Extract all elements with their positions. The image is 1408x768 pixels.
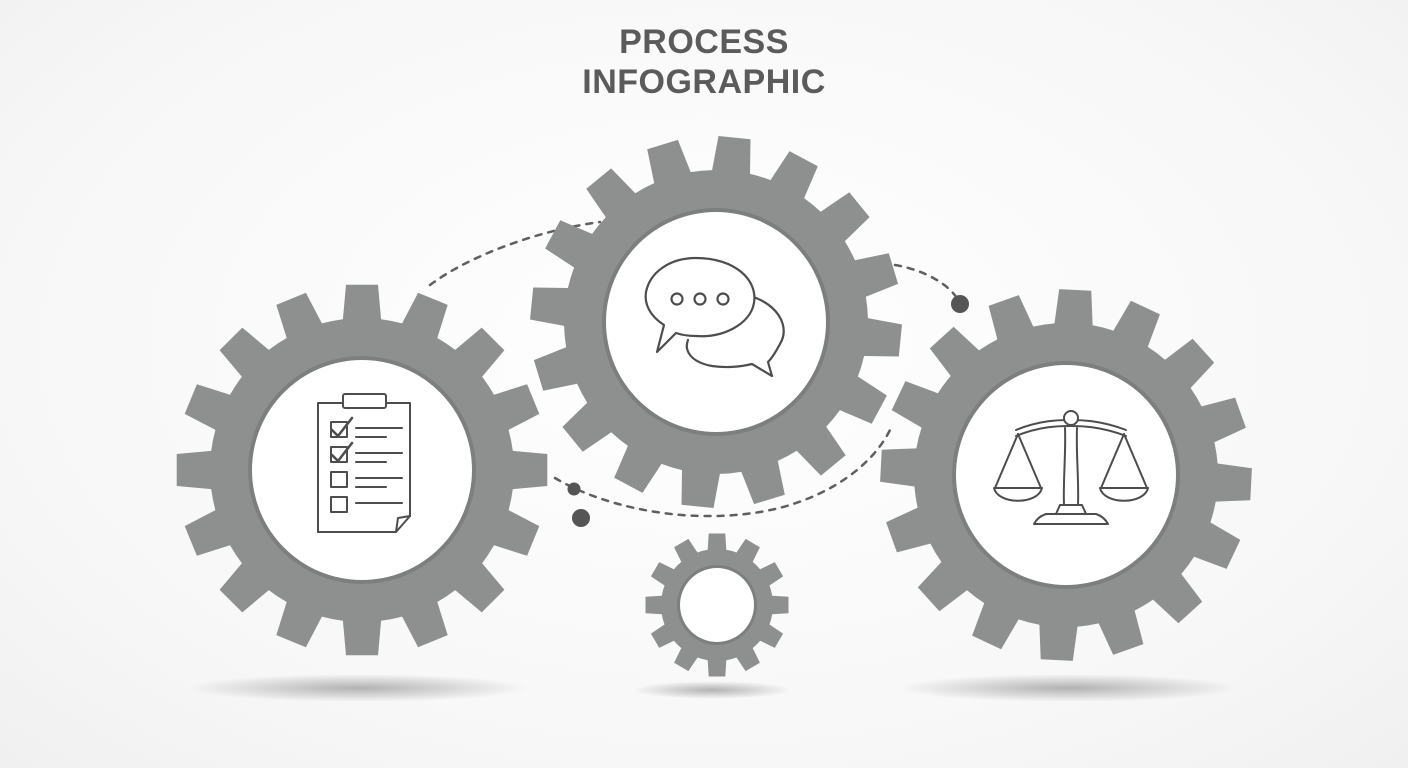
connector-middle-to-right [893,263,960,302]
gear-left-center [252,360,472,580]
gear-shadow-left [188,674,528,702]
gear-small-center [680,568,754,642]
gear-shadow-right [898,674,1238,702]
connector-left-to-right-lower [553,428,892,518]
balance-scale-icon [993,410,1149,525]
gear-shadow-small [632,681,792,699]
connector-dot-right [951,295,969,313]
gear-right-center [956,365,1176,585]
checklist-icon [317,393,411,533]
connector-dot-lower-1 [567,482,581,496]
title-line-1: PROCESS [619,23,789,61]
page-title: PROCESS INFOGRAPHIC [0,22,1408,102]
connector-left-to-middle [428,220,602,287]
title-line-2: INFOGRAPHIC [582,63,826,101]
chat-bubbles-icon [644,256,785,378]
connector-dot-lower-2 [572,509,590,527]
